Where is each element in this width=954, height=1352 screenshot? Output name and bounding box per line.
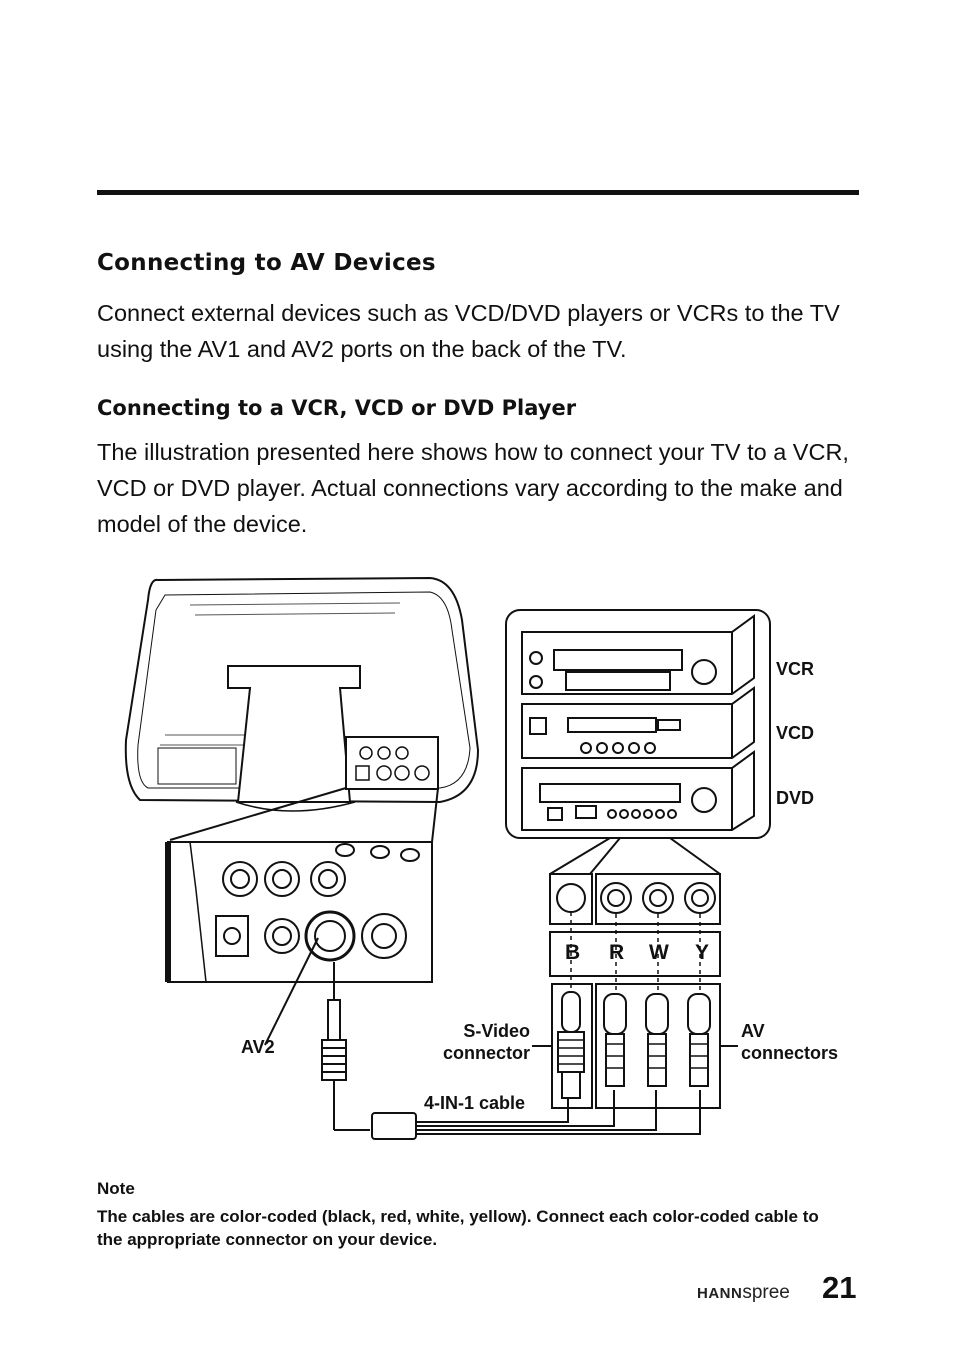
tv-back-illustration: [124, 576, 480, 804]
vcd-label: VCD: [776, 723, 815, 743]
brand-bold: HANN: [697, 1285, 743, 1302]
header-rule: [97, 190, 859, 195]
svideo-connector-label: S-Video connector: [442, 1021, 530, 1063]
brand-logo: HANNspree: [697, 1282, 790, 1304]
section-intro: Connect external devices such as VCD/DVD…: [97, 300, 840, 362]
subsection-text: The illustration presented here shows ho…: [97, 439, 849, 537]
vcr-label: VCR: [776, 659, 815, 679]
page-number: 21: [822, 1270, 857, 1305]
av2-label: AV2: [241, 1037, 275, 1057]
dvd-label: DVD: [776, 788, 815, 808]
brand-light: spree: [742, 1282, 790, 1303]
cable-label: 4-IN-1 cable: [424, 1093, 526, 1113]
letter-b: B: [565, 941, 581, 964]
section-title: Connecting to AV Devices: [97, 250, 436, 276]
letter-y: Y: [695, 941, 710, 964]
letter-w: W: [649, 941, 669, 964]
connection-diagram: VCR VCD DVD B R W Y AV2 S-Video connecto…: [0, 570, 954, 1150]
subsection-title: Connecting to a VCR, VCD or DVD Player: [97, 396, 577, 420]
note-title: Note: [97, 1179, 135, 1198]
av-connectors-label: AV connectors: [741, 1021, 839, 1063]
letter-r: R: [609, 941, 625, 964]
connection-illustration: [124, 576, 771, 1140]
note-text: The cables are color-coded (black, red, …: [97, 1207, 819, 1249]
